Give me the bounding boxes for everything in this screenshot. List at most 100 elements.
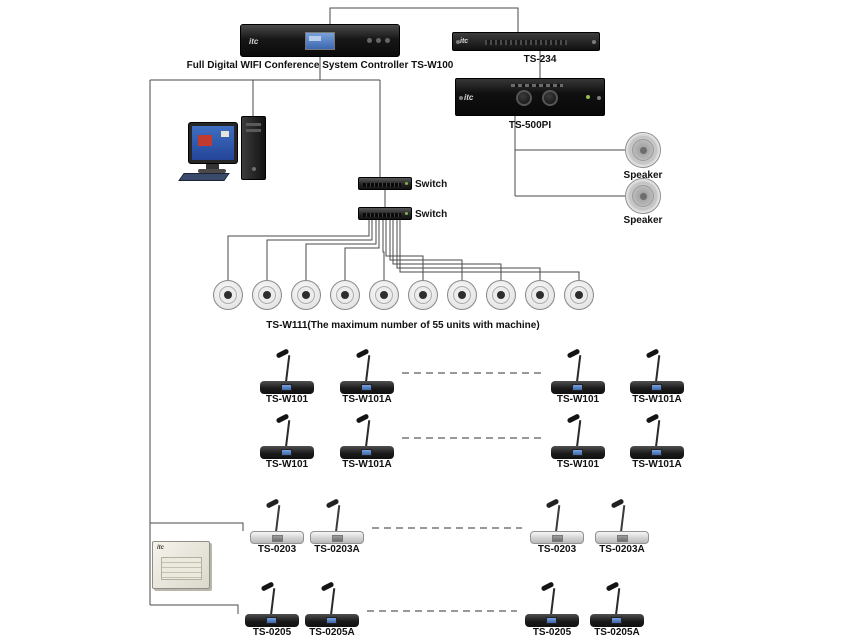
- mic-base: [525, 614, 579, 627]
- ap-ring: [375, 286, 393, 304]
- mic-label: TS-W101: [265, 394, 309, 405]
- mic-base: [305, 614, 359, 627]
- network-switch-bottom: [358, 207, 412, 220]
- controller-knob: [385, 38, 390, 43]
- ap-ring: [531, 286, 549, 304]
- wifi-ap-unit: [486, 280, 516, 310]
- drive-slot: [246, 129, 261, 132]
- mic-label: TS-0205: [252, 627, 292, 638]
- controller-knob: [376, 38, 381, 43]
- ap-ring: [453, 286, 471, 304]
- mic-gooseneck: [615, 588, 620, 616]
- ap-center: [536, 291, 544, 299]
- switch-led: [405, 212, 408, 215]
- ap-center: [380, 291, 388, 299]
- mic-base: [630, 446, 684, 459]
- mic-base: [245, 614, 299, 627]
- power-led: [586, 95, 590, 99]
- mic-gooseneck: [655, 420, 660, 448]
- power-button-icon: [252, 167, 256, 171]
- ts234-vents: [485, 40, 567, 45]
- mic-screen: [552, 535, 563, 542]
- switch-ports: [363, 213, 401, 217]
- conference-mic-unit: [524, 581, 580, 627]
- mic-gooseneck: [285, 355, 290, 383]
- mic-label: TS-W101: [265, 459, 309, 470]
- mic-base: [260, 446, 314, 459]
- wifi-ap-unit: [291, 280, 321, 310]
- power-extension-box: itc: [152, 541, 210, 589]
- mic-gooseneck: [555, 505, 560, 533]
- computer-keyboard: [178, 173, 230, 181]
- ap-ring: [414, 286, 432, 304]
- mic-screen: [266, 617, 277, 624]
- conference-mic-unit: [550, 413, 606, 459]
- speaker-top-label: Speaker: [623, 170, 663, 181]
- speaker-bottom: [625, 178, 661, 214]
- brand-logo: itc: [249, 37, 259, 46]
- speaker-bottom-label: Speaker: [623, 215, 663, 226]
- mic-label: TS-W101A: [342, 459, 392, 470]
- mic-label: TS-0203A: [599, 544, 645, 555]
- brand-logo: itc: [157, 545, 165, 551]
- mic-screen: [572, 384, 583, 391]
- ap-center: [263, 291, 271, 299]
- ap-center: [341, 291, 349, 299]
- mic-label: TS-0203: [257, 544, 297, 555]
- mic-screen: [332, 535, 343, 542]
- mic-base: [340, 381, 394, 394]
- conference-mic-unit: [629, 348, 685, 394]
- controller-screen: [305, 32, 335, 50]
- ts234-label: TS-234: [523, 54, 557, 65]
- ts500pi-amplifier-device: itc: [455, 78, 605, 116]
- mic-gooseneck: [655, 355, 660, 383]
- mic-label: TS-W101A: [342, 394, 392, 405]
- switch-fanout-wires: [227, 220, 580, 280]
- wifi-ap-unit: [252, 280, 282, 310]
- mic-screen: [281, 449, 292, 456]
- mic-screen: [617, 535, 628, 542]
- monitor-screen-content: [198, 135, 212, 146]
- mic-screen: [361, 449, 372, 456]
- wifi-ap-unit: [369, 280, 399, 310]
- monitor-screen: [192, 126, 234, 160]
- screw-icon: [592, 40, 596, 44]
- conference-mic-unit: [304, 581, 360, 627]
- mic-gooseneck: [285, 420, 290, 448]
- ap-center: [302, 291, 310, 299]
- mic-base: [260, 381, 314, 394]
- mic-gooseneck: [335, 505, 340, 533]
- conference-mic-unit: [594, 498, 650, 544]
- mic-gooseneck: [365, 420, 370, 448]
- ap-center: [224, 291, 232, 299]
- screw-icon: [456, 40, 460, 44]
- conference-mic-unit: [249, 498, 305, 544]
- mic-screen: [611, 617, 622, 624]
- solid-wires: [149, 7, 626, 614]
- brand-logo: itc: [464, 93, 474, 102]
- mic-gooseneck: [550, 588, 555, 616]
- ap-center: [497, 291, 505, 299]
- continuation-dashed-lines: [367, 372, 545, 612]
- brand-logo: itc: [460, 38, 469, 45]
- ap-ring: [297, 286, 315, 304]
- mic-gooseneck: [330, 588, 335, 616]
- switch-top-label: Switch: [415, 179, 448, 190]
- ts500pi-label: TS-500PI: [508, 120, 552, 131]
- conference-mic-unit: [629, 413, 685, 459]
- wifi-ap-unit: [330, 280, 360, 310]
- mic-screen: [572, 449, 583, 456]
- screw-icon: [459, 96, 463, 100]
- mic-label: TS-W101: [556, 394, 600, 405]
- ap-center: [575, 291, 583, 299]
- mic-gooseneck: [620, 505, 625, 533]
- speaker-cone: [632, 139, 654, 161]
- mic-gooseneck: [270, 588, 275, 616]
- mic-screen: [651, 449, 662, 456]
- conference-mic-unit: [529, 498, 585, 544]
- controller-buttons: [367, 38, 390, 43]
- mic-base: [590, 614, 644, 627]
- switch-bottom-label: Switch: [415, 209, 448, 220]
